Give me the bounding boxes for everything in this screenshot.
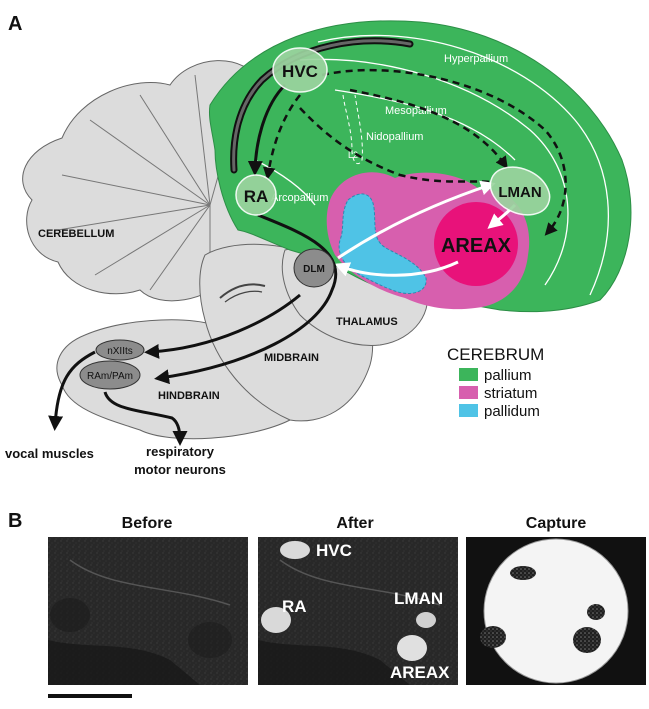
after-hvc-label: HVC bbox=[316, 541, 352, 560]
before-title: Before bbox=[122, 515, 173, 532]
capture-spot-areax bbox=[573, 627, 601, 653]
ra-nxiits-path bbox=[144, 293, 301, 359]
after-lman-label: LMAN bbox=[394, 589, 443, 608]
nuclei: HVC RA LMAN AREAX DLM nXIIts RAm/PAm bbox=[79, 47, 551, 390]
hvc-lman-path bbox=[349, 88, 508, 170]
after-hvc-spot bbox=[280, 541, 310, 559]
areax-label: AREAX bbox=[441, 235, 512, 257]
respiratory-label-1: respiratory bbox=[146, 444, 215, 459]
arcopallium-label: Arcopallium bbox=[271, 192, 328, 204]
after-lman-spot bbox=[416, 612, 436, 628]
capture-title: Capture bbox=[526, 515, 587, 532]
areax-dlm-path bbox=[334, 260, 459, 277]
hvc-nucleus bbox=[272, 47, 328, 93]
legend: CEREBRUM pallium striatum pallidum bbox=[447, 345, 544, 420]
capture-image bbox=[466, 537, 646, 685]
before-image bbox=[48, 537, 248, 685]
ra-nucleus bbox=[235, 174, 277, 216]
scale-bar bbox=[48, 694, 132, 698]
ram-pam-label: RAm/PAm bbox=[87, 371, 133, 382]
nxiits-label: nXIIts bbox=[107, 346, 133, 357]
cerebellum-label: CEREBELLUM bbox=[38, 228, 114, 240]
vocal-path bbox=[48, 350, 96, 431]
legend-label-pallidum: pallidum bbox=[484, 403, 540, 420]
hvc-areax-path bbox=[321, 68, 567, 236]
hyperpallium-label: Hyperpallium bbox=[444, 53, 508, 65]
pathways bbox=[48, 37, 567, 446]
dlm-label: DLM bbox=[303, 264, 325, 275]
panel-b-letter: B bbox=[8, 510, 22, 532]
l2-field bbox=[342, 94, 363, 165]
hvc-label: HVC bbox=[282, 62, 318, 81]
ram-pam-nucleus bbox=[79, 360, 141, 390]
thalamus-label: THALAMUS bbox=[336, 316, 398, 328]
legend-swatch-pallidum bbox=[459, 404, 478, 417]
lman-nucleus bbox=[489, 166, 551, 216]
hvc-ra-arrow bbox=[247, 83, 287, 176]
ra-ram-path bbox=[154, 213, 338, 385]
nidopallium-label: Nidopallium bbox=[366, 131, 423, 143]
capture-spot-hvc bbox=[510, 566, 536, 580]
lman-label: LMAN bbox=[498, 184, 541, 201]
after-ra-spot bbox=[261, 607, 291, 633]
mesopallium-label: Mesopallium bbox=[385, 105, 447, 117]
hindbrain-label: HINDBRAIN bbox=[158, 390, 220, 402]
nxiits-nucleus bbox=[95, 339, 145, 361]
dlm-nucleus bbox=[293, 248, 335, 288]
pallidum-region bbox=[338, 193, 427, 294]
panel-a-letter: A bbox=[8, 13, 22, 35]
legend-title: CEREBRUM bbox=[447, 345, 544, 364]
capture-spot-lman bbox=[587, 604, 605, 620]
ra-label: RA bbox=[244, 187, 269, 206]
after-areax-spot bbox=[397, 635, 427, 661]
legend-label-pallium: pallium bbox=[484, 367, 532, 384]
after-areax-label: AREAX bbox=[390, 663, 450, 682]
legend-swatch-striatum bbox=[459, 386, 478, 399]
capture-spot-ra bbox=[480, 626, 506, 648]
after-ra-label: RA bbox=[282, 597, 307, 616]
legend-label-striatum: striatum bbox=[484, 385, 537, 402]
vocal-muscles-label: vocal muscles bbox=[5, 446, 94, 461]
after-title: After bbox=[336, 515, 373, 532]
l2-label: L2 bbox=[348, 150, 358, 160]
respiratory-path bbox=[103, 391, 188, 446]
midbrain-label: MIDBRAIN bbox=[264, 352, 319, 364]
after-image: HVC RA LMAN AREAX bbox=[258, 537, 458, 685]
legend-swatch-pallium bbox=[459, 368, 478, 381]
dlm-lman-path bbox=[337, 180, 496, 260]
respiratory-label-2: motor neurons bbox=[134, 462, 226, 477]
